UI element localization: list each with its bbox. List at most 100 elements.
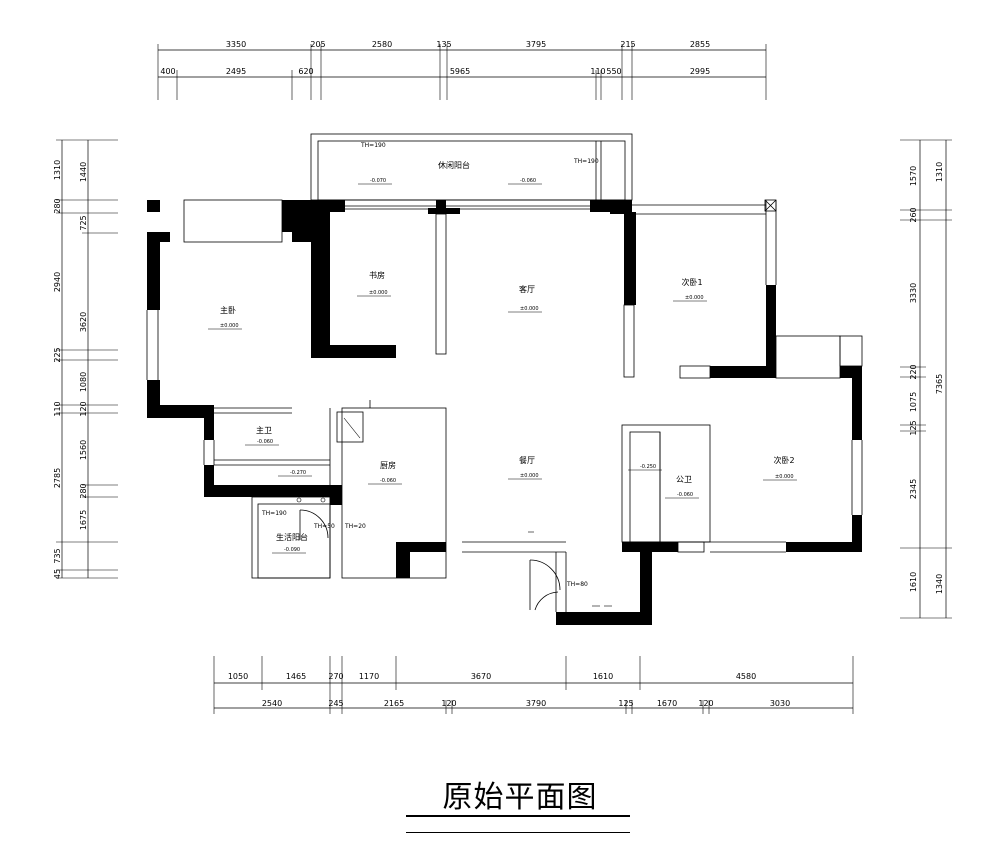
dim-text: 1465	[286, 672, 306, 681]
dim-text: 1170	[359, 672, 379, 681]
level-mark: ±0.000	[520, 306, 539, 312]
dim-text: 2940	[53, 272, 62, 292]
level-mark: -0.070	[370, 178, 386, 184]
dim-text: 2495	[226, 67, 246, 76]
room-label-dining-room: 餐厅	[519, 456, 535, 465]
dim-text: 125	[618, 699, 633, 708]
thickness-label: TH=20	[344, 523, 366, 530]
dim-text: 110	[590, 67, 605, 76]
dim-text: 3350	[226, 40, 246, 49]
dim-text: 5965	[450, 67, 470, 76]
room-label-second-bedroom-1: 次卧1	[681, 277, 702, 287]
dim-text: 3620	[79, 312, 88, 332]
level-mark: -0.090	[284, 547, 300, 553]
fixtures	[296, 417, 612, 607]
dim-text: 120	[79, 401, 88, 416]
drawing-title: 原始平面图	[442, 780, 598, 815]
dim-text: 280	[53, 198, 62, 213]
room-label-second-bedroom-2: 次卧2	[773, 455, 794, 465]
thin-outlines	[146, 133, 863, 612]
dim-text: 725	[79, 215, 88, 230]
dim-text: 3330	[909, 283, 918, 303]
dim-text: 1570	[909, 166, 918, 186]
dim-text: 3030	[770, 699, 790, 708]
level-mark: -0.060	[520, 178, 536, 184]
dim-text: 1080	[79, 372, 88, 392]
level-mark: -0.250	[640, 464, 656, 470]
room-label-public-bath: 公卫	[676, 475, 692, 484]
dim-text: 1560	[79, 440, 88, 460]
thickness-label: TH=50	[313, 523, 335, 530]
title-block: 原始平面图	[440, 772, 600, 816]
dim-text: 1310	[935, 162, 944, 182]
dim-text: 1050	[228, 672, 248, 681]
dim-text: 135	[436, 40, 451, 49]
bottom-dimensions: 1050 1465 270 1170 3670 1610 4580 2540 2…	[228, 672, 790, 708]
dim-text: 2995	[690, 67, 710, 76]
dim-text: 620	[298, 67, 313, 76]
level-marks: -0.070 -0.060 ±0.000 ±0.000 ±0.000 ±0.00…	[220, 178, 794, 553]
level-mark: ±0.000	[685, 295, 704, 301]
dim-text: 1440	[79, 162, 88, 182]
dim-text: 2855	[690, 40, 710, 49]
walls	[147, 200, 862, 625]
dim-text: 1675	[79, 510, 88, 530]
room-label-living-room: 客厅	[519, 284, 535, 294]
thickness-label: TH=190	[573, 158, 599, 165]
thickness-label: TH=190	[261, 510, 287, 517]
dim-text: 120	[698, 699, 713, 708]
level-mark: ±0.000	[220, 323, 239, 329]
thickness-labels: TH=190 TH=190 TH=190 TH=50 TH=20 TH=80	[261, 142, 599, 588]
dim-text: 110	[53, 401, 62, 416]
dimension-lines	[56, 44, 952, 714]
level-mark: -0.060	[380, 478, 396, 484]
dim-text: 2785	[53, 468, 62, 488]
dim-text: 2165	[384, 699, 404, 708]
dim-text: 1610	[593, 672, 613, 681]
dim-text: 225	[53, 347, 62, 362]
dim-text: 2540	[262, 699, 282, 708]
title-underline-thin	[406, 832, 630, 833]
room-label-master-bedroom: 主卧	[220, 305, 236, 315]
dim-text: 3790	[526, 699, 546, 708]
room-label-kitchen: 厨房	[380, 460, 396, 470]
top-dimensions: 3350 205 2580 135 3795 215 2855 400 2495…	[160, 40, 710, 76]
level-mark: ±0.000	[520, 473, 539, 479]
dim-text: 1310	[53, 160, 62, 180]
dim-text: 280	[79, 483, 88, 498]
dim-text: 3670	[471, 672, 491, 681]
dim-text: 3795	[526, 40, 546, 49]
dim-text: 205	[310, 40, 325, 49]
room-label-master-bath: 主卫	[256, 425, 272, 435]
dim-text: 220	[909, 364, 918, 379]
level-mark: ±0.000	[369, 290, 388, 296]
dim-text: 1075	[909, 392, 918, 412]
level-mark: -0.270	[290, 470, 306, 476]
title-underline-thick	[406, 815, 630, 817]
left-dimensions: 1310 280 2940 225 110 2785 735 45 1440 7…	[53, 160, 88, 579]
thickness-label: TH=80	[566, 581, 588, 588]
dim-text: 45	[53, 569, 62, 579]
dim-text: 2580	[372, 40, 392, 49]
dim-text: 1670	[657, 699, 677, 708]
room-label-service-balcony: 生活阳台	[276, 532, 308, 542]
dim-text: 245	[328, 699, 343, 708]
dim-text: 550	[606, 67, 621, 76]
dim-text: 1340	[935, 574, 944, 594]
dim-text: 270	[328, 672, 343, 681]
thickness-label: TH=190	[360, 142, 386, 149]
dim-text: 4580	[736, 672, 756, 681]
dim-text: 260	[909, 207, 918, 222]
dim-text: 735	[53, 548, 62, 563]
room-labels: 休闲阳台 书房 客厅 主卧 次卧1 次卧2 主卫 厨房 餐厅 公卫 生活阳台	[220, 160, 795, 542]
level-mark: -0.060	[677, 492, 693, 498]
dim-text: 125	[909, 420, 918, 435]
level-mark: -0.060	[257, 439, 273, 445]
dim-text: 7365	[935, 374, 944, 394]
room-label-study: 书房	[369, 270, 385, 280]
dim-text: 400	[160, 67, 175, 76]
right-dimensions: 1570 260 3330 220 1075 125 2345 1610 131…	[909, 162, 944, 594]
dim-text: 215	[620, 40, 635, 49]
dim-text: 120	[441, 699, 456, 708]
